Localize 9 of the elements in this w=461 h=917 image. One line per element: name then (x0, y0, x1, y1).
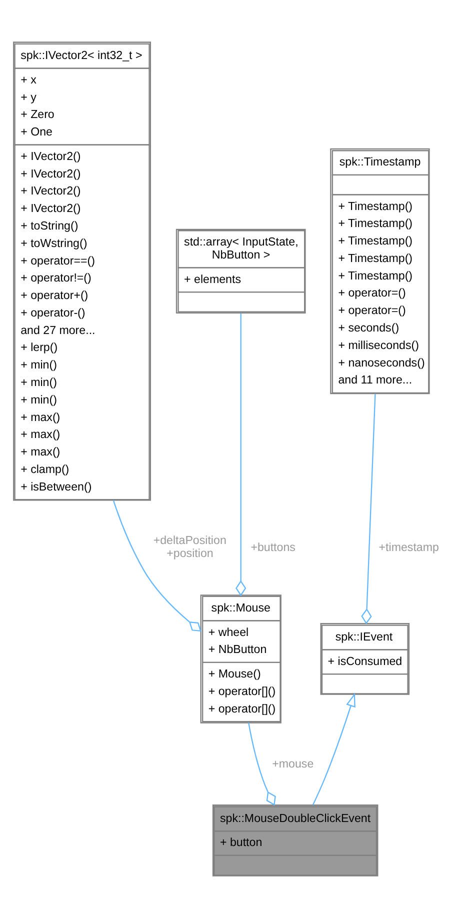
edge-label: +deltaPosition +position (152, 534, 226, 560)
edge-label: +mouse (272, 758, 314, 770)
edge-label: +timestamp (378, 542, 438, 554)
arrow (312, 692, 355, 805)
connector (235, 312, 246, 596)
connector (112, 500, 201, 632)
connector (360, 393, 376, 624)
edge-label: +buttons (250, 542, 295, 554)
connector (248, 722, 276, 806)
